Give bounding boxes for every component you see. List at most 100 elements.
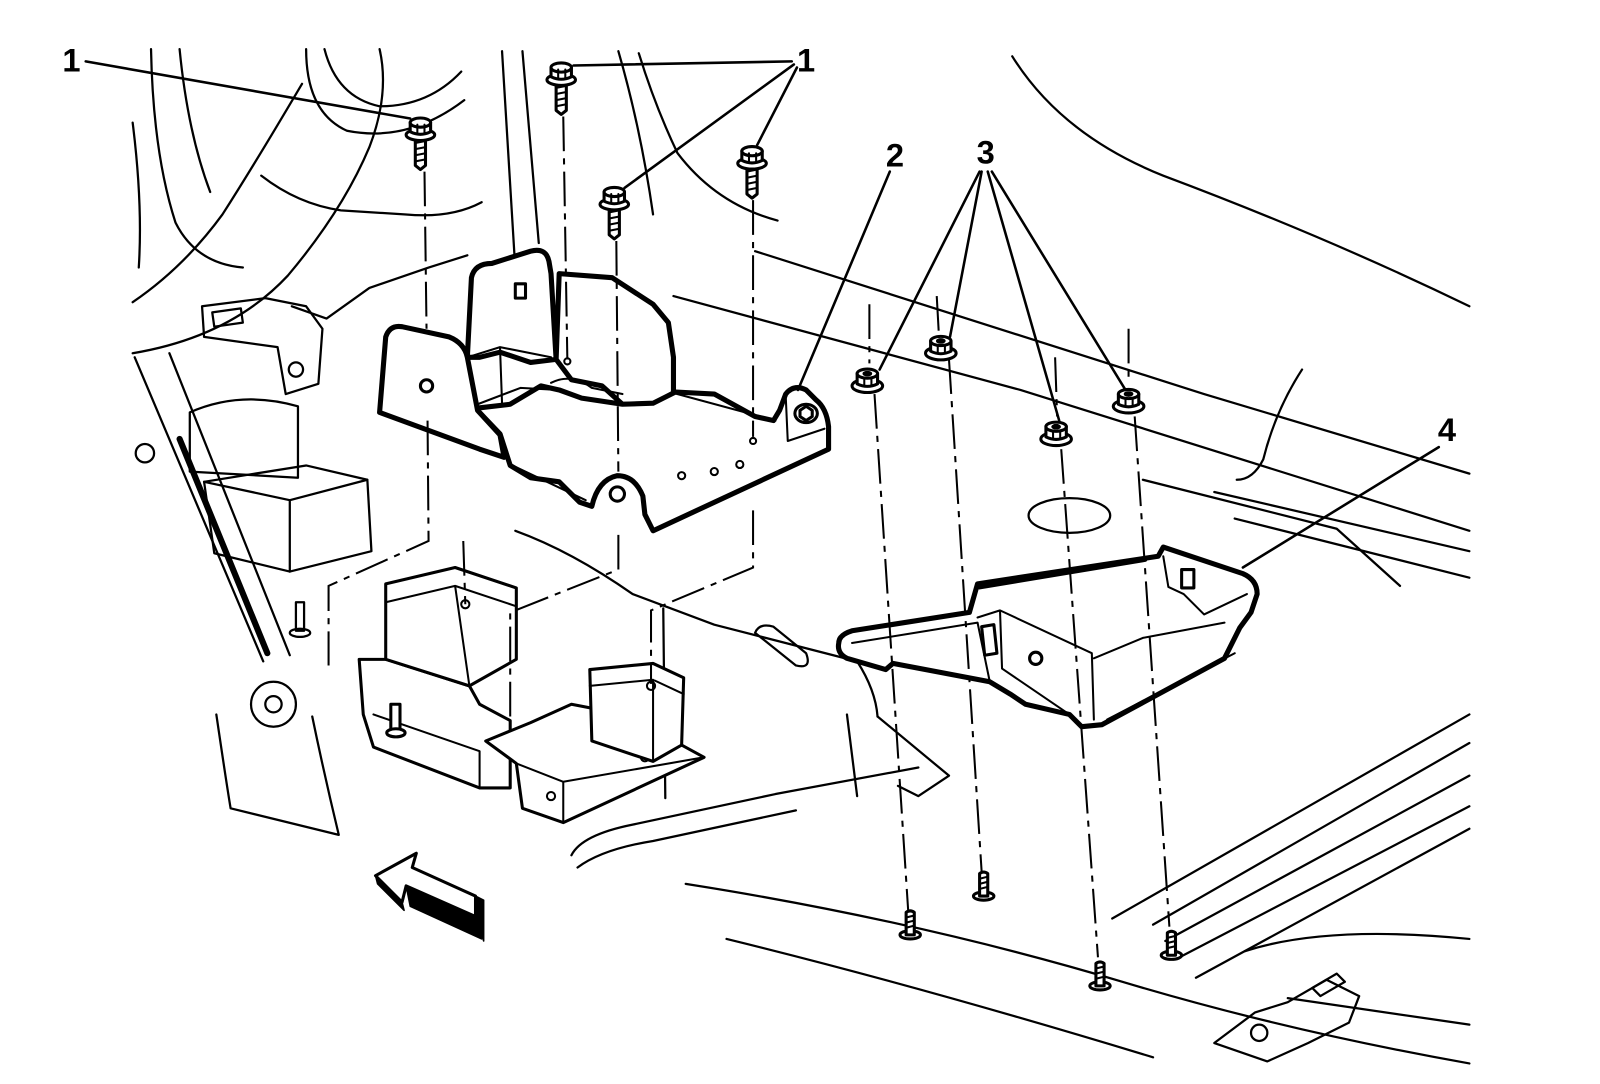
bolt-head-facet bbox=[557, 68, 567, 79]
leader-line-item-1 bbox=[755, 66, 799, 147]
flange-bolt bbox=[404, 116, 437, 172]
seat-rail bbox=[1111, 713, 1471, 920]
lower-bracket-slot bbox=[980, 623, 999, 657]
upper-bracket-floor-hole bbox=[748, 436, 758, 446]
nut-alignment-line bbox=[1054, 357, 1099, 958]
seat-contour bbox=[305, 48, 466, 135]
floor-mount-plate bbox=[357, 657, 512, 790]
nut-facet bbox=[863, 376, 873, 387]
weld-nut-hex bbox=[798, 404, 814, 423]
floor-stud bbox=[971, 870, 996, 902]
seat-contour bbox=[149, 48, 244, 269]
seat-contour bbox=[131, 48, 385, 355]
lower-bracket-flange-edge bbox=[851, 621, 991, 683]
floor-mount-box bbox=[384, 565, 518, 688]
upper-bracket-floor-hole bbox=[677, 471, 687, 481]
upper-bracket-slot bbox=[513, 282, 528, 300]
seat-track bbox=[290, 254, 469, 320]
leader-line-item-4 bbox=[1241, 445, 1441, 569]
seat-latch bbox=[1213, 978, 1361, 1063]
floor-mount-box bbox=[588, 661, 686, 763]
seat-contour bbox=[131, 121, 142, 269]
floor-mount-box-edge bbox=[588, 678, 685, 763]
lower-bracket-front-wall bbox=[976, 609, 1095, 721]
nut-bore bbox=[862, 370, 873, 377]
nuts bbox=[850, 334, 1146, 448]
flange-bolt bbox=[736, 145, 768, 200]
floor-mount-brackets bbox=[357, 565, 706, 825]
bolt-head-facet bbox=[747, 152, 758, 163]
floor-contour bbox=[1213, 490, 1471, 553]
lower-bracket-hole bbox=[1028, 650, 1044, 666]
lower-bracket bbox=[835, 544, 1260, 730]
seat-belt-anchor bbox=[249, 680, 298, 728]
seat-belt-lower bbox=[215, 713, 340, 836]
floor-contour bbox=[672, 294, 1471, 532]
lower-bracket-side-hole bbox=[1180, 568, 1196, 590]
bolt-alignment-line bbox=[509, 240, 620, 719]
leader-lines bbox=[84, 60, 1441, 569]
floor-contour bbox=[1141, 478, 1402, 587]
console-edge bbox=[637, 52, 779, 222]
seat-bracket bbox=[200, 297, 324, 396]
floor-contour bbox=[876, 715, 951, 798]
seat-latch-hole bbox=[1249, 1023, 1269, 1043]
lower-bracket-floor-edge bbox=[1106, 652, 1236, 721]
seat-contour bbox=[131, 82, 304, 304]
front-direction-arrow-icon bbox=[373, 851, 485, 942]
stud-thread bbox=[1094, 965, 1106, 980]
nut-bore bbox=[1051, 423, 1061, 430]
seat-belt-edge bbox=[168, 352, 291, 657]
upper-bracket-left-tab bbox=[377, 323, 507, 460]
flange-bolt bbox=[545, 61, 578, 116]
alignment-lines bbox=[327, 116, 1171, 958]
bolt-head-top bbox=[549, 61, 573, 74]
console-edge bbox=[500, 50, 518, 287]
floor-contour bbox=[1243, 932, 1471, 953]
bolt-alignment-line bbox=[650, 200, 755, 684]
leader-line-item-1 bbox=[572, 60, 794, 67]
leader-line-item-2 bbox=[796, 170, 892, 392]
floor-stud bbox=[1159, 929, 1184, 961]
floor-studs bbox=[898, 870, 1184, 992]
seat-contour bbox=[323, 48, 463, 108]
upper-bracket-left-tab-hole bbox=[418, 378, 435, 394]
floor-contour bbox=[1233, 517, 1471, 579]
floor-contour bbox=[1286, 997, 1471, 1026]
bolt-alignment-line bbox=[327, 171, 430, 666]
callout-label-item-1-right: 1 bbox=[797, 42, 815, 79]
lower-bracket-rear-edge bbox=[977, 556, 1148, 590]
seat-bracket-hole bbox=[287, 361, 305, 378]
module-cylinder bbox=[188, 398, 300, 479]
module-stud bbox=[294, 601, 306, 632]
callout-label-item-1-left: 1 bbox=[62, 42, 80, 79]
upper-bracket-bend-line bbox=[672, 392, 777, 422]
module-block-edge bbox=[202, 478, 369, 573]
seat-belt-stripe bbox=[176, 435, 271, 657]
stud-thread bbox=[1166, 934, 1177, 950]
upper-bracket-inner-edge bbox=[550, 377, 624, 396]
module-fastener bbox=[134, 442, 156, 464]
leader-line-item-3 bbox=[990, 170, 1127, 392]
upper-bracket-front-tab-hole bbox=[608, 485, 627, 503]
seat-contour bbox=[260, 174, 483, 217]
bolts bbox=[404, 61, 768, 241]
vehicle-background bbox=[131, 48, 1471, 1065]
floor-mount-stud bbox=[389, 702, 402, 733]
callout-label-item-4: 4 bbox=[1438, 411, 1456, 448]
bolt-head-top bbox=[408, 116, 433, 129]
bolt-thread bbox=[555, 84, 568, 108]
module-stud-base bbox=[288, 627, 312, 639]
floor-contour bbox=[514, 529, 879, 718]
bolt-thread bbox=[745, 168, 759, 191]
seat-rail bbox=[1151, 741, 1471, 926]
upper-bracket-weld-nut bbox=[793, 402, 819, 425]
seat-contour bbox=[178, 48, 212, 194]
floor-access-hole bbox=[1027, 497, 1112, 534]
floor-mount-box-edge bbox=[384, 584, 518, 687]
seat-belt-edge bbox=[133, 356, 265, 663]
seat-latch-tab bbox=[1311, 972, 1347, 998]
flange-nut bbox=[1111, 387, 1146, 415]
floor-stud bbox=[1088, 960, 1112, 992]
floor-contour bbox=[684, 882, 1471, 1065]
